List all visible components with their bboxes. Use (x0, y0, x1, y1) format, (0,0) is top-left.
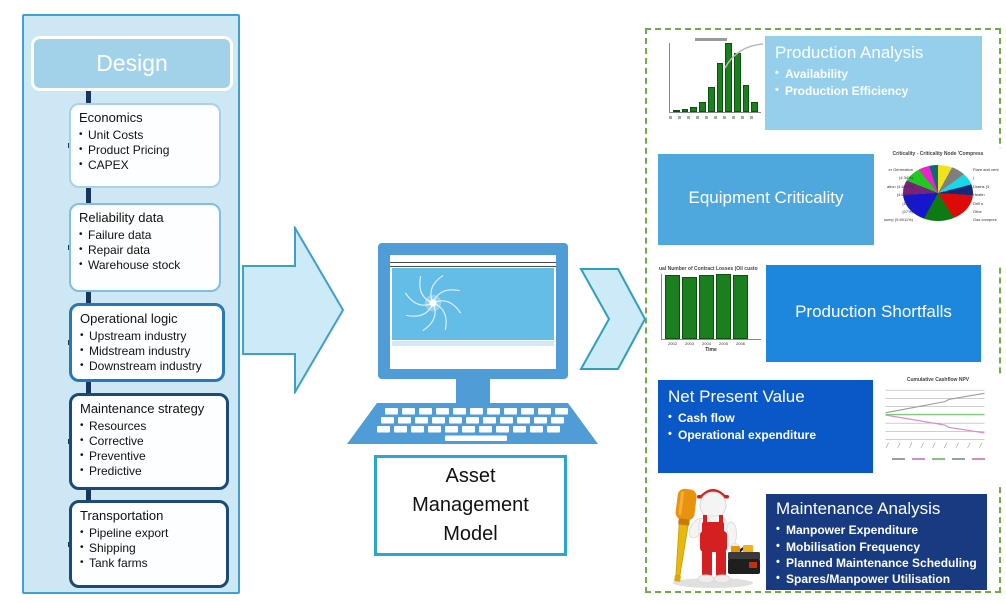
box-item: Warehouse stock (79, 258, 211, 273)
chart-title-smudge (695, 38, 727, 41)
swirl-logo-icon (404, 274, 462, 332)
output-bullet: Planned Maintenance Scheduling (776, 555, 977, 571)
box-title: Transportation (80, 508, 164, 523)
browser-bar (390, 255, 556, 263)
box-item: Product Pricing (79, 143, 211, 158)
annotation-curve (724, 43, 764, 69)
keyboard-keys (377, 408, 568, 441)
shortfall-bars (661, 274, 761, 340)
output-bullet: Cash flow (668, 410, 863, 426)
output-bullet: Operational expenditure (668, 427, 863, 443)
output-bullet: Availability (775, 66, 972, 82)
production-shortfalls-box: Production Shortfalls (766, 265, 981, 362)
output-bullet: Spares/Manpower Utilisation (776, 571, 977, 587)
design-box-transportation: Transportation Pipeline export Shipping … (69, 500, 229, 588)
box-item: Midstream industry (80, 344, 214, 359)
production-analysis-box: Production Analysis Availability Product… (765, 36, 982, 130)
box-item: Repair data (79, 243, 211, 258)
npv-plot (885, 389, 985, 449)
maintenance-worker-icon (673, 488, 760, 588)
box-item: Tank farms (80, 556, 218, 571)
box-item: Shipping (80, 541, 218, 556)
box-item: Resources (80, 419, 218, 434)
equipment-criticality-box: Equipment Criticality (658, 154, 874, 245)
chevron-right-icon (579, 268, 647, 370)
box-item: Unit Costs (79, 128, 211, 143)
output-bullet: Production Efficiency (775, 83, 972, 99)
box-item: Corrective (80, 434, 218, 449)
box-item: CAPEX (79, 158, 211, 173)
criticality-pie-thumbnail: Criticality - Criticality Node 'Compress… (875, 148, 1001, 264)
label-line: Model (443, 523, 498, 545)
label-line: Asset (445, 465, 496, 487)
output-bullet: Manpower Expenditure (776, 522, 977, 538)
design-box-reliability-data: Reliability data Failure data Repair dat… (69, 203, 221, 292)
npv-legend (875, 458, 1001, 460)
box-item: Pipeline export (80, 526, 218, 541)
box-title: Reliability data (79, 210, 164, 225)
screen-strip (392, 341, 554, 346)
pie-labels-left: er Generation (4.34%)ation (4.667%)(4.66… (883, 167, 913, 223)
monitor-stand (456, 379, 490, 403)
browser-bar (390, 263, 556, 267)
design-box-operational-logic: Operational logic Upstream industry Mids… (69, 303, 225, 382)
criticality-pie (903, 165, 973, 221)
design-box-maintenance-strategy: Maintenance strategy Resources Correctiv… (69, 393, 229, 490)
contract-losses-thumbnail: ual Number of Contract Losses (Oil custo… (653, 262, 769, 364)
asset-management-model-label: Asset Management Model (374, 455, 567, 556)
screwdriver-icon (674, 488, 697, 582)
net-present-value-box: Net Present Value Cash flow Operational … (658, 380, 873, 473)
output-title: Production Shortfalls (795, 301, 952, 321)
axis-labels-smudge (669, 116, 757, 119)
line-chart-title: Cumulative Cashflow NPV (906, 377, 970, 383)
box-title: Maintenance strategy (80, 401, 205, 416)
design-box-economics: Economics Unit Costs Product Pricing CAP… (69, 103, 221, 188)
toolbox-icon (728, 545, 760, 574)
monitor-screen (390, 255, 556, 369)
pie-chart-title: Criticality - Criticality Node 'Compress (892, 151, 984, 157)
x-axis-label: Time (705, 347, 717, 353)
label-line: Management (412, 494, 529, 516)
npv-line-chart-thumbnail: Cumulative Cashflow NPV (875, 374, 1001, 484)
screen-content (392, 268, 554, 340)
output-title: Production Analysis (775, 43, 924, 62)
outputs-panel: Production Analysis Availability Product… (645, 28, 1001, 593)
design-panel-title: Design (31, 36, 233, 91)
availability-histogram-thumbnail (655, 34, 767, 134)
box-title: Economics (79, 110, 143, 125)
maintenance-analysis-box: Maintenance Analysis Manpower Expenditur… (766, 494, 987, 590)
box-item: Predictive (80, 464, 218, 479)
box-title: Operational logic (80, 311, 178, 326)
box-item: Downstream industry (80, 359, 214, 374)
output-title: Equipment Criticality (688, 187, 844, 207)
bar-chart-title: ual Number of Contract Losses (Oil custo (659, 266, 758, 272)
histogram-bars (669, 43, 761, 113)
output-bullet: Mobilisation Frequency (776, 539, 977, 555)
output-title: Maintenance Analysis (776, 499, 941, 518)
box-item: Failure data (79, 228, 211, 243)
computer-monitor-icon (378, 243, 568, 379)
keyboard-icon (347, 403, 598, 444)
box-item: Preventive (80, 449, 218, 464)
box-item: Upstream industry (80, 329, 214, 344)
right-arrow-icon (242, 226, 345, 394)
output-title: Net Present Value (668, 387, 805, 406)
